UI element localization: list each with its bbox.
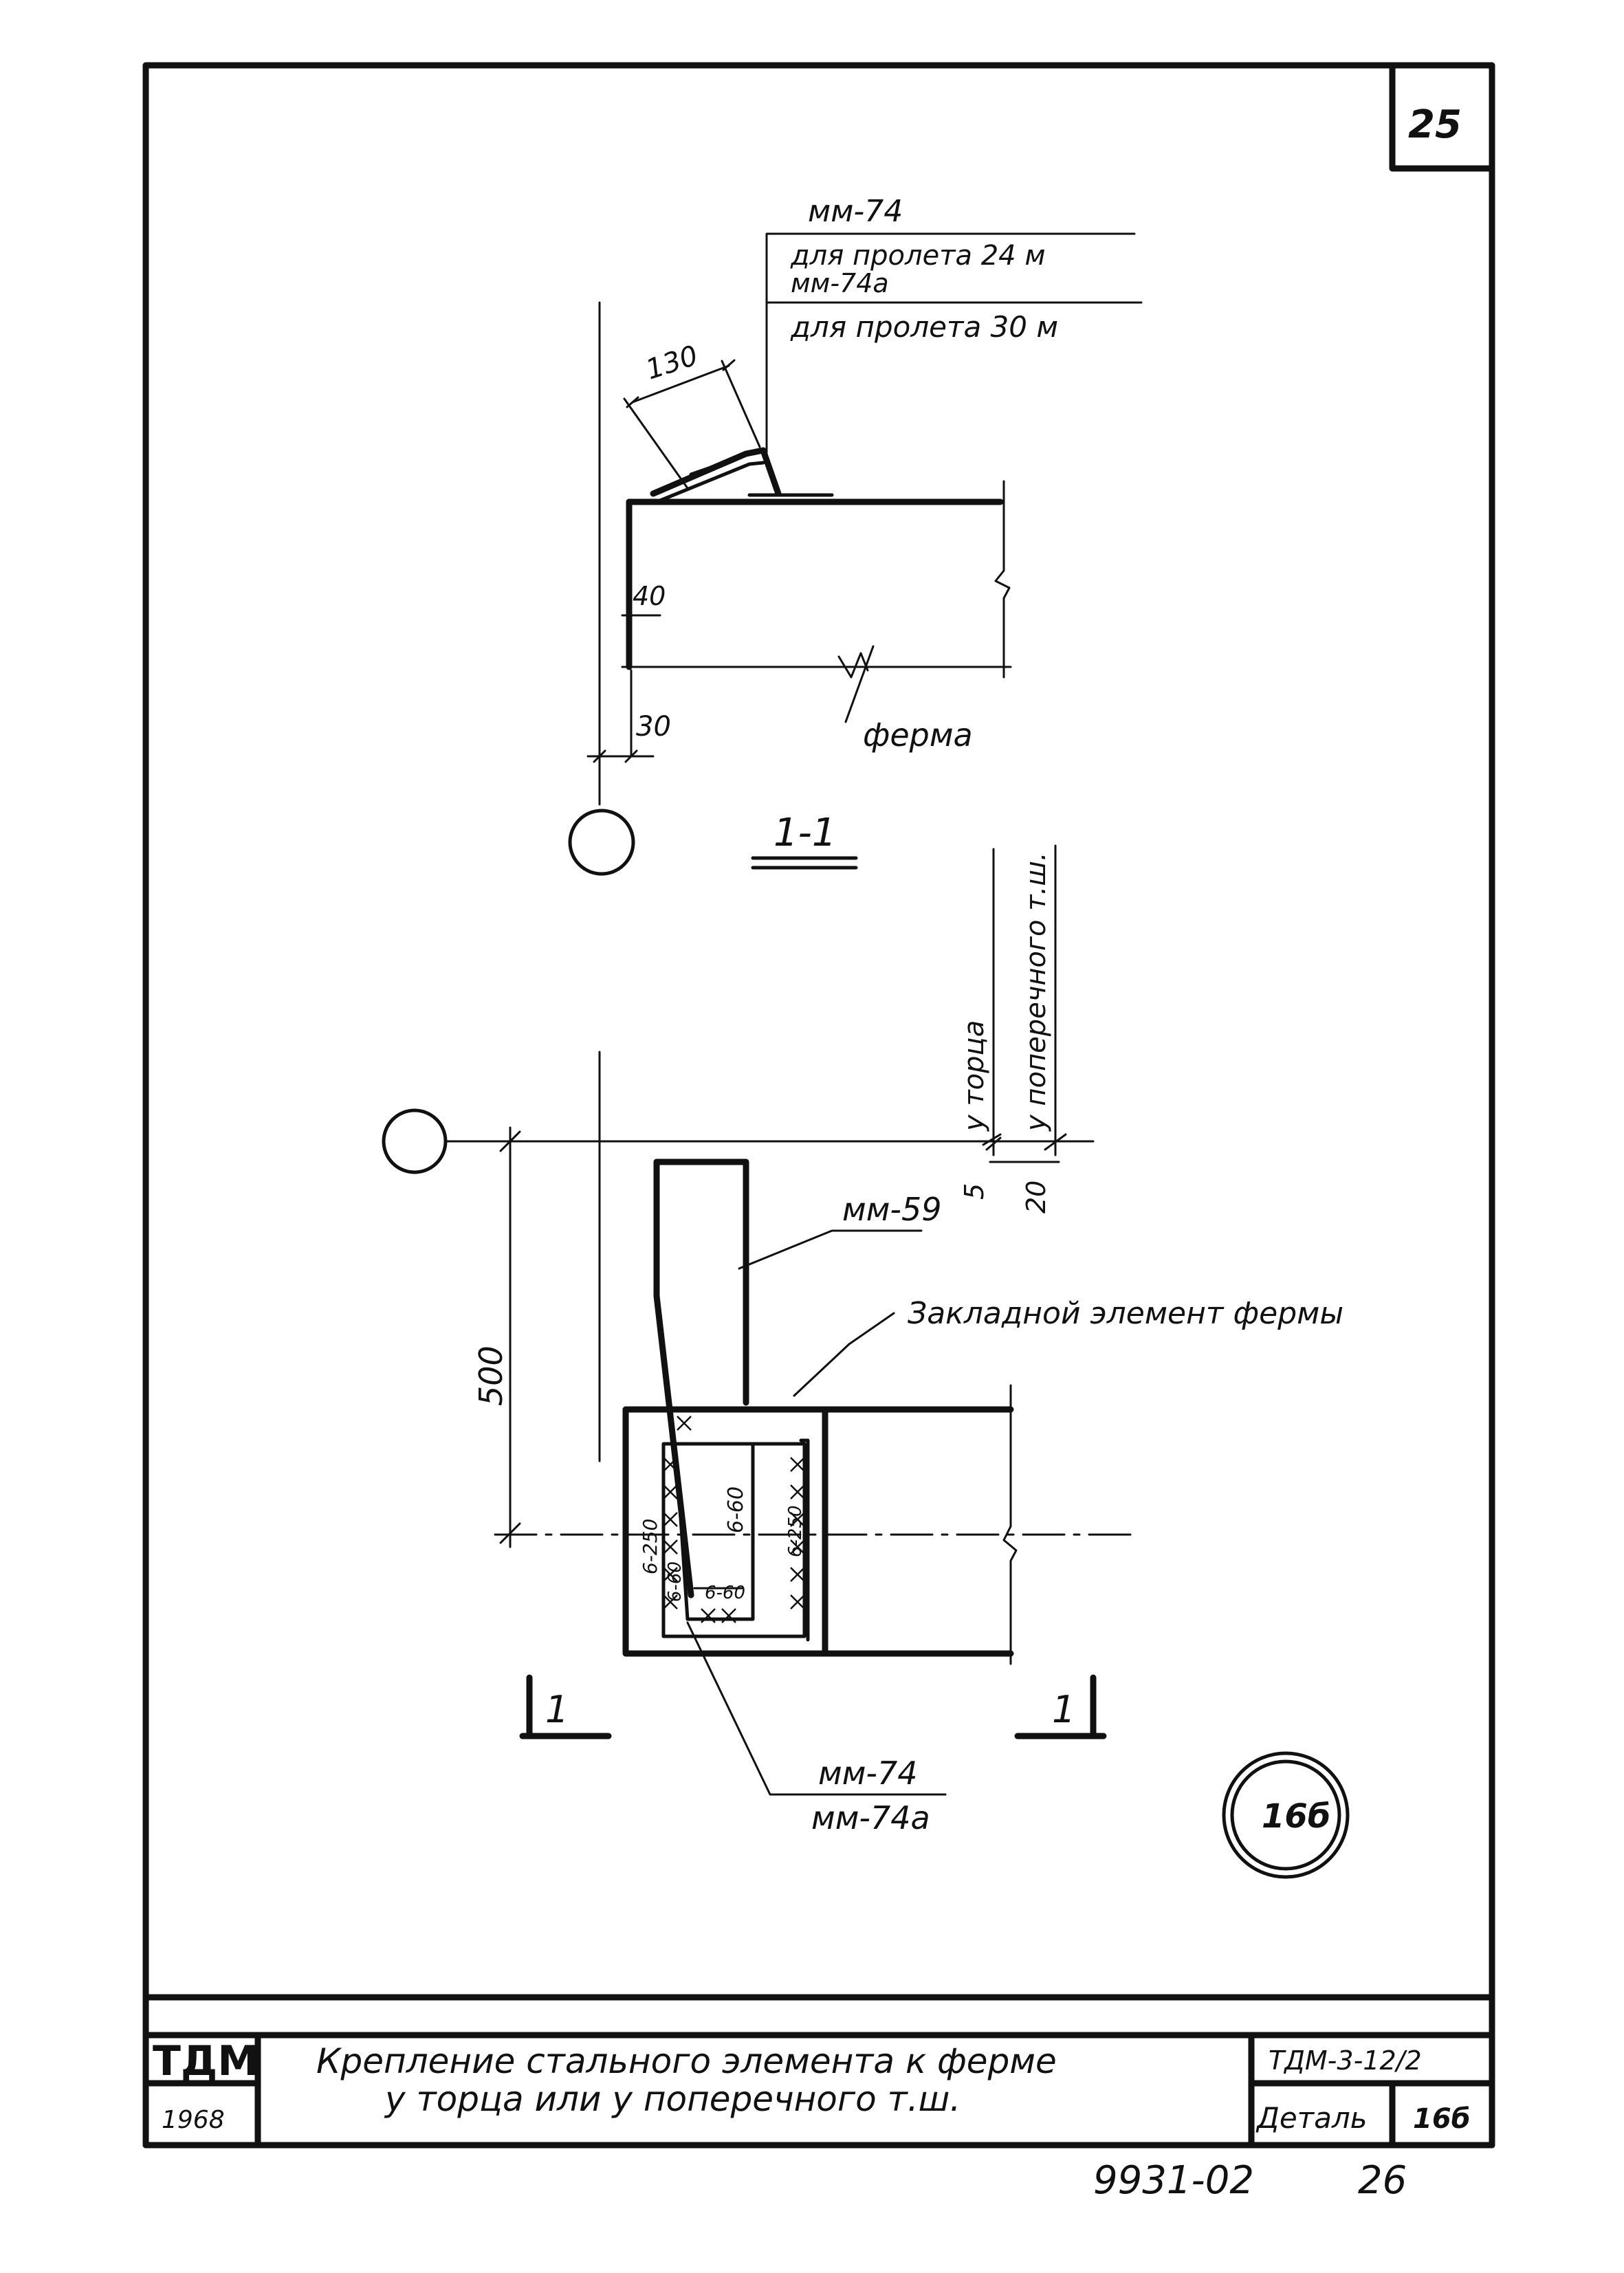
bottom-code: 9931-02 [1093,2158,1254,2203]
section-1-1-drawing [568,232,1143,876]
section-1-1-title: 1-1 [773,811,836,855]
sheet-frame [142,62,1495,2001]
part-label-span-30: для пролета 30 м [790,310,1058,344]
dimension-500: 500 [472,1346,509,1406]
dimension-40: 40 [633,581,666,611]
series-code: ТДМ-3-12/2 [1269,2045,1422,2076]
weld-label-3: 6-250 [785,1505,806,1557]
detail-number: 16б [1413,2103,1471,2135]
label-end: у торца [958,1020,990,1132]
year: 1968 [162,2106,225,2134]
plan-drawing [382,844,1350,1879]
title-line-2: у торца или у поперечного т.ш. [384,2079,961,2119]
dimension-20: 20 [1021,1181,1051,1214]
label-embedded-element: Закладной элемент фермы [908,1296,1343,1331]
page-number: 25 [1408,102,1462,147]
dimension-30: 30 [636,711,671,743]
part-label-span-24: для пролета 24 м [790,240,1046,272]
title-block [142,1994,1495,2149]
weld-label-1: 6-250 [639,1519,661,1574]
part-label-mm74: мм-74 [808,194,903,229]
dimension-5: 5 [959,1183,989,1200]
org-code: ТДМ [153,2037,259,2085]
label-mm74a: мм-74а [811,1799,930,1836]
part-label-mm74a: мм-74а [791,268,889,298]
label-mm59: мм-59 [842,1191,942,1228]
weld-label-5: 6-60 [705,1583,745,1603]
label-cross-joint: у поперечного т.ш. [1020,852,1052,1132]
section-cut-left: 1 [545,1688,569,1731]
weld-label-2: 6-60 [724,1486,748,1533]
label-mm74: мм-74 [818,1755,918,1792]
weld-hatching [663,1416,805,1623]
section-cut-right: 1 [1052,1688,1075,1731]
title-line-1: Крепление стального элемента к ферме [316,2041,1057,2081]
detail-label: Деталь [1255,2101,1367,2135]
reference-circle-label: 16б [1262,1797,1330,1836]
bottom-page: 26 [1358,2158,1407,2203]
truss-label: ферма [863,716,973,754]
weld-label-4: 6-60 [665,1561,685,1602]
